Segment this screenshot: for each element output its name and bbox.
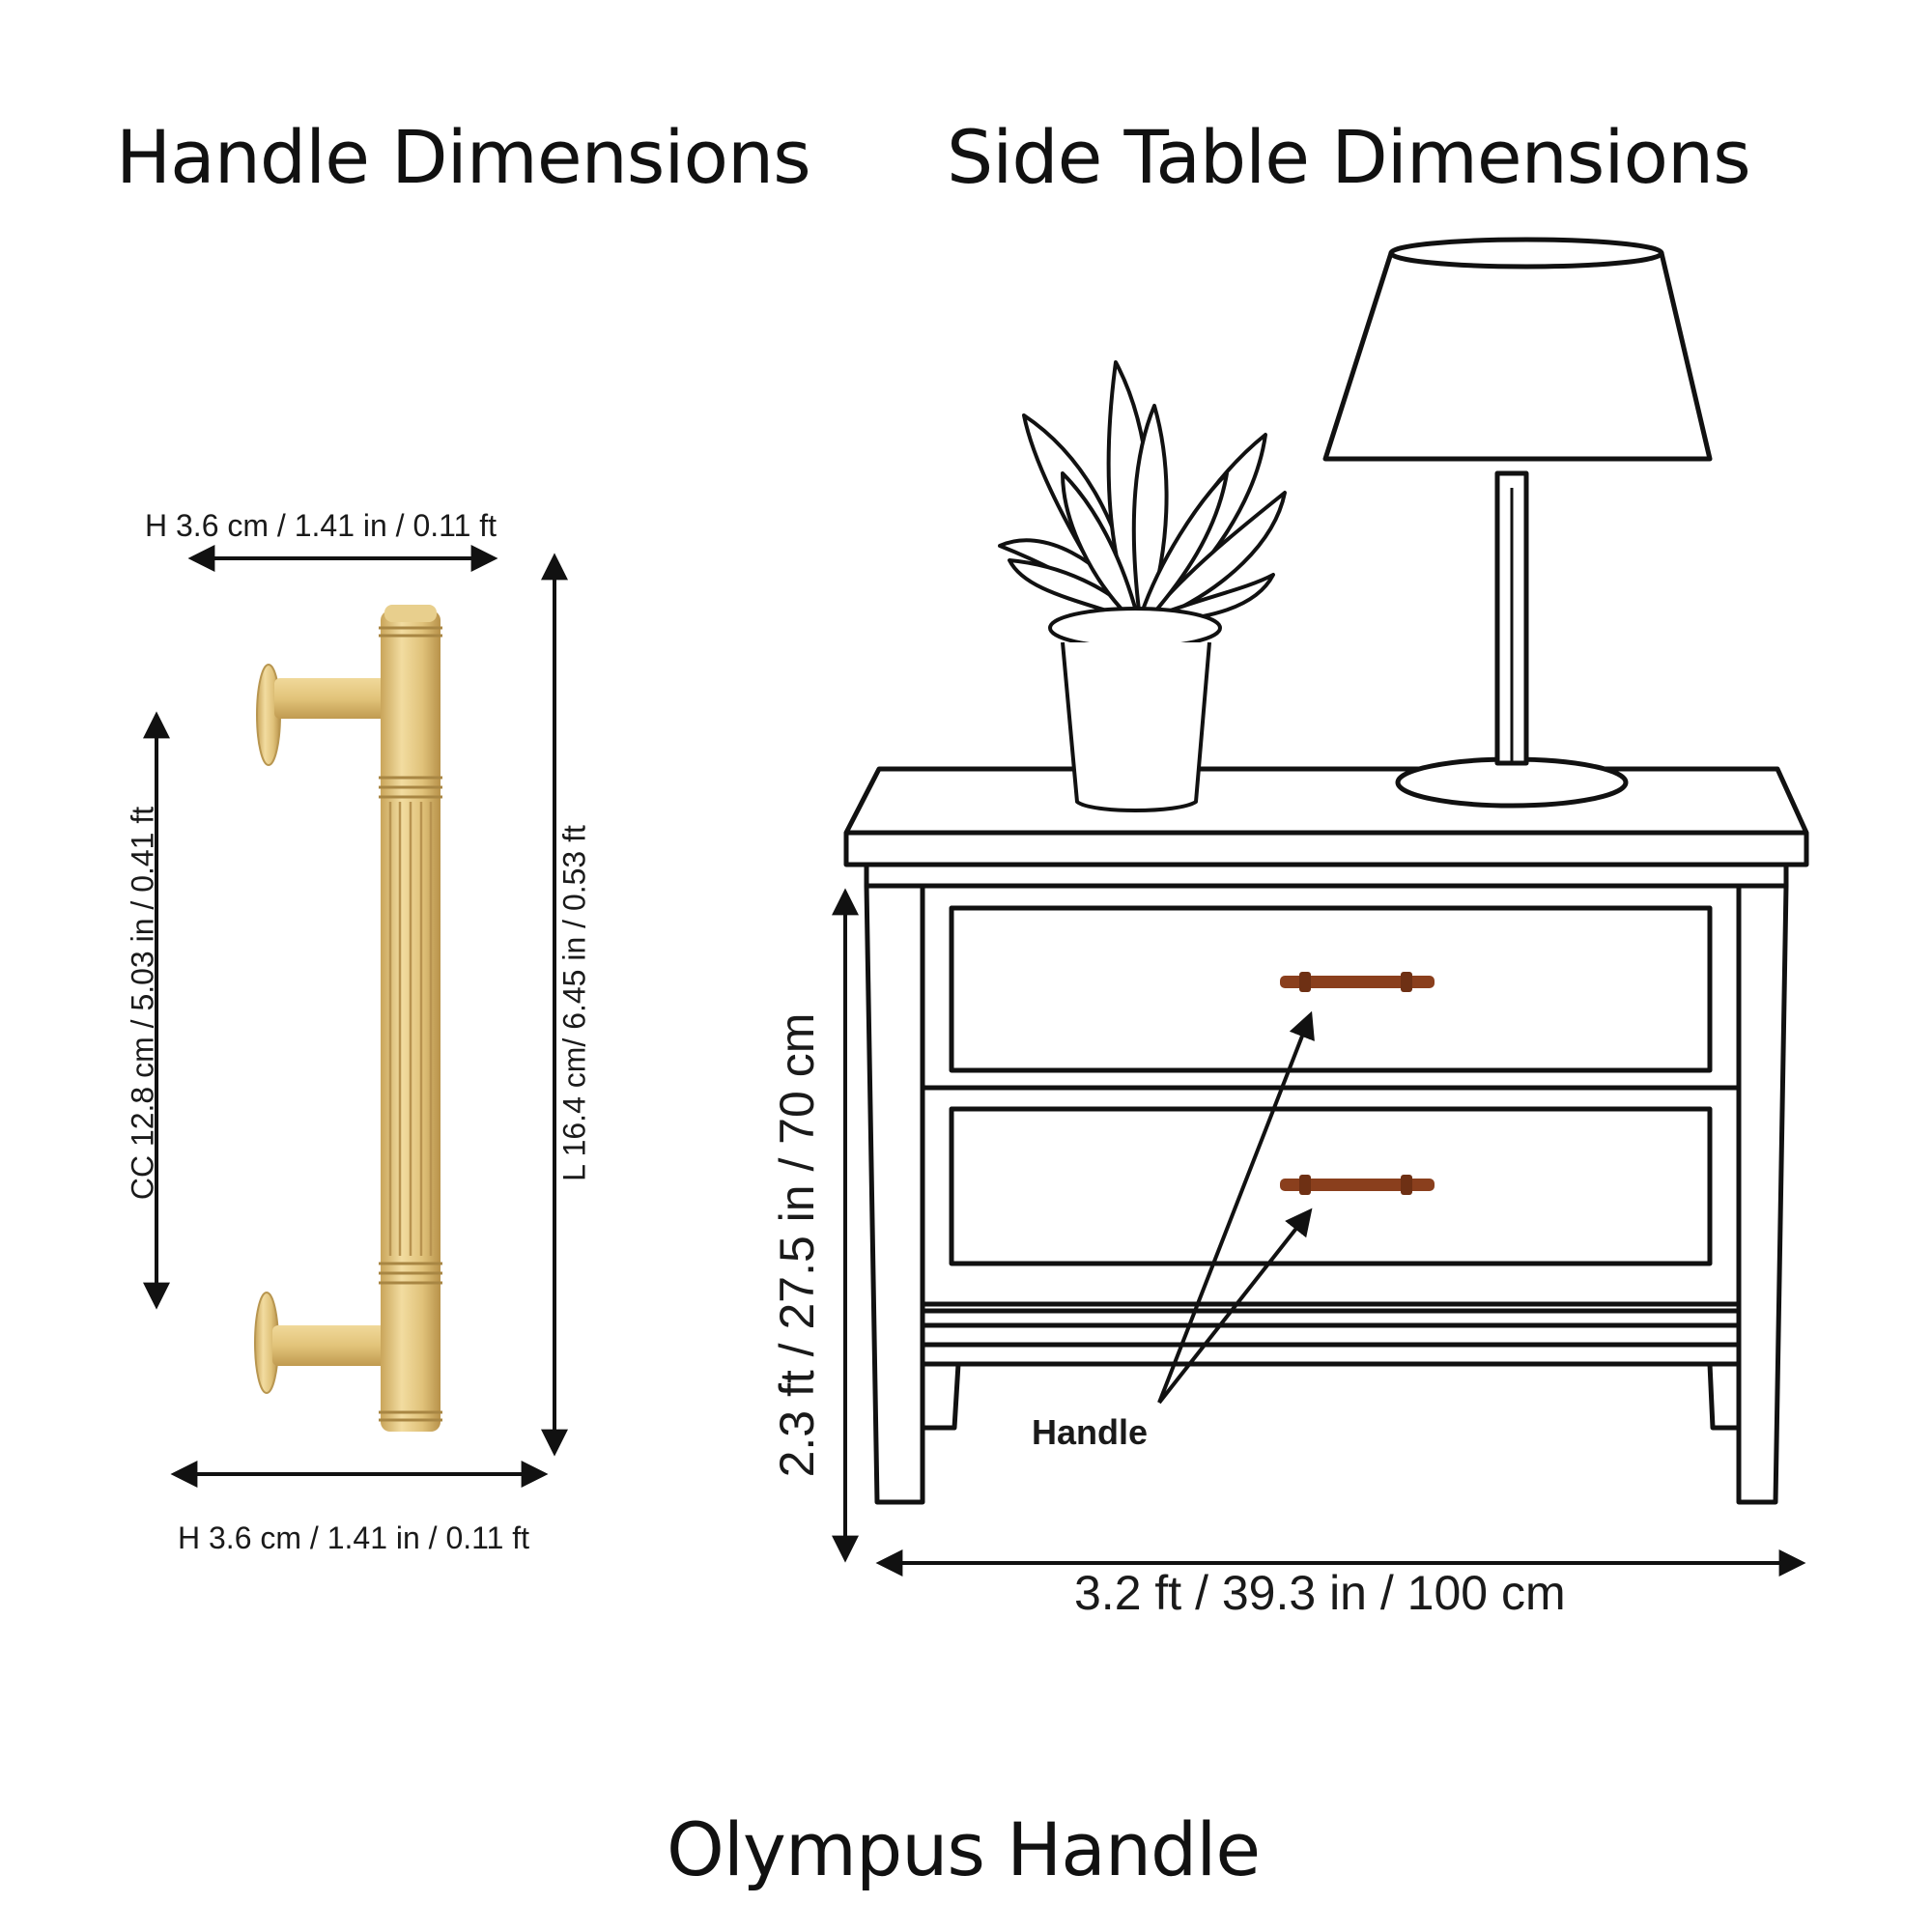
handle-length-label: L 16.4 cm/ 6.45 in / 0.53 ft (556, 825, 592, 1181)
potted-plant-illustration (998, 360, 1287, 812)
table-lamp-illustration (1322, 237, 1713, 809)
handle-bottom-width-label: H 3.6 cm / 1.41 in / 0.11 ft (178, 1520, 530, 1555)
handle-dimensions-heading: Handle Dimensions (116, 114, 811, 200)
table-height-label: 2.3 ft / 27.5 in / 70 cm (770, 1012, 824, 1478)
side-table-dimensions-heading: Side Table Dimensions (947, 114, 1751, 200)
handle-top-width-label: H 3.6 cm / 1.41 in / 0.11 ft (145, 508, 497, 543)
brass-handle-illustration (254, 605, 442, 1432)
handle-cc-label: CC 12.8 cm / 5.03 in / 0.41 ft (125, 806, 160, 1201)
drawer-handle-bottom (1280, 1175, 1435, 1195)
product-name: Olympus Handle (667, 1806, 1261, 1892)
table-width-label: 3.2 ft / 39.3 in / 100 cm (1074, 1566, 1566, 1620)
drawer-handle-top (1280, 972, 1435, 992)
side-table-illustration (843, 766, 1809, 1505)
handle-callout-arrows (1157, 1010, 1315, 1405)
handle-callout-label: Handle (1032, 1412, 1149, 1452)
